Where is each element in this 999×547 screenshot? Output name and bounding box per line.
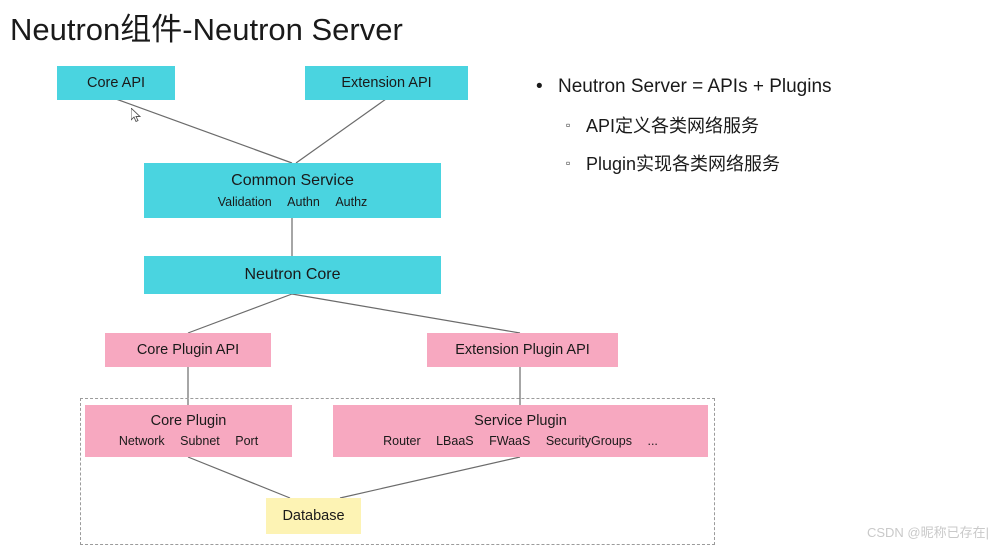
service-plugin-sub-0: Router bbox=[383, 434, 421, 449]
node-extension-api[interactable]: Extension API bbox=[305, 66, 468, 100]
node-core-plugin[interactable]: Core Plugin Network Subnet Port bbox=[85, 405, 292, 457]
node-neutron-core[interactable]: Neutron Core bbox=[144, 256, 441, 294]
node-database[interactable]: Database bbox=[266, 498, 361, 534]
node-extension-plugin-api-label: Extension Plugin API bbox=[455, 341, 590, 358]
node-service-plugin-label: Service Plugin bbox=[474, 413, 567, 430]
node-extension-plugin-api[interactable]: Extension Plugin API bbox=[427, 333, 618, 367]
common-service-sub-2: Authz bbox=[335, 194, 368, 209]
node-common-service-sub: Validation Authn Authz bbox=[212, 194, 374, 210]
mouse-cursor-icon bbox=[131, 108, 141, 122]
bullet-level1-text: Neutron Server = APIs + Plugins bbox=[558, 76, 832, 97]
node-core-plugin-api-label: Core Plugin API bbox=[136, 341, 240, 358]
node-common-service[interactable]: Common Service Validation Authn Authz bbox=[144, 163, 441, 218]
bullet-list: • Neutron Server = APIs + Plugins ▫ API定… bbox=[536, 76, 986, 188]
service-plugin-sub-2: FWaaS bbox=[489, 434, 531, 449]
node-service-plugin-sub: Router LBaaS FWaaS SecurityGroups ... bbox=[377, 433, 664, 449]
common-service-sub-0: Validation bbox=[217, 194, 272, 209]
bullet-level1: • Neutron Server = APIs + Plugins bbox=[536, 76, 986, 98]
bullet-square-icon: ▫ bbox=[566, 156, 571, 170]
node-extension-api-label: Extension API bbox=[341, 74, 432, 91]
core-plugin-sub-1: Subnet bbox=[180, 434, 220, 449]
plugins-group-boundary bbox=[80, 398, 715, 545]
node-neutron-core-label: Neutron Core bbox=[244, 266, 341, 283]
common-service-sub-1: Authn bbox=[287, 194, 320, 209]
watermark: CSDN @昵称已存在| bbox=[866, 525, 989, 540]
core-plugin-sub-2: Port bbox=[235, 434, 259, 449]
bullet-level2-0-text: API定义各类网络服务 bbox=[586, 116, 760, 136]
bullet-level2-1: ▫ Plugin实现各类网络服务 bbox=[566, 150, 986, 176]
bullet-level2-0: ▫ API定义各类网络服务 bbox=[566, 112, 986, 138]
bullet-dot-icon: • bbox=[536, 76, 543, 97]
node-common-service-label: Common Service bbox=[231, 171, 354, 189]
node-core-api[interactable]: Core API bbox=[57, 66, 175, 100]
service-plugin-sub-4: ... bbox=[647, 434, 658, 449]
node-service-plugin[interactable]: Service Plugin Router LBaaS FWaaS Securi… bbox=[333, 405, 708, 457]
service-plugin-sub-3: SecurityGroups bbox=[545, 434, 632, 449]
node-core-plugin-sub: Network Subnet Port bbox=[113, 433, 264, 449]
service-plugin-sub-1: LBaaS bbox=[436, 434, 474, 449]
node-core-api-label: Core API bbox=[86, 74, 146, 91]
page-title: Neutron组件-Neutron Server bbox=[10, 12, 403, 47]
node-core-plugin-api[interactable]: Core Plugin API bbox=[105, 333, 271, 367]
node-database-label: Database bbox=[282, 507, 345, 524]
bullet-level2-1-text: Plugin实现各类网络服务 bbox=[586, 154, 781, 174]
core-plugin-sub-0: Network bbox=[118, 434, 165, 449]
bullet-square-icon: ▫ bbox=[566, 118, 571, 132]
node-core-plugin-label: Core Plugin bbox=[150, 413, 227, 430]
